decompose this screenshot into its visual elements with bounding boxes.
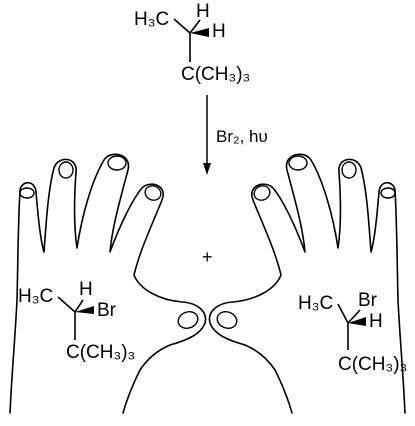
left-product-tbutyl-label: C(CH₃)₃ (66, 342, 135, 363)
right-product-br-label: Br (358, 290, 378, 311)
reactant-h-right-label: H (212, 21, 226, 42)
reactant-bond-h-top (189, 19, 201, 34)
left-product-bond-methyl (57, 296, 76, 313)
right-product-molecule: H₃C Br H C(CH₃)₃ (298, 290, 407, 375)
plus-sign: + (202, 247, 213, 267)
reactant-tbutyl-label: C(CH₃)₃ (181, 64, 250, 85)
reactant-h-top-label: H (196, 1, 210, 22)
left-product-wedge-bond (75, 306, 94, 314)
reaction-conditions: Br₂, hυ (216, 127, 268, 146)
right-product-wedge-bond (348, 317, 366, 326)
left-product-molecule: H₃C H Br C(CH₃)₃ (18, 279, 135, 363)
left-product-br-label: Br (97, 300, 117, 321)
left-hand-drawing (9, 153, 207, 414)
right-product-bond-methyl (337, 303, 349, 324)
right-product-bond-br (347, 309, 361, 324)
reactant-bond-methyl (173, 18, 191, 34)
right-product-h-label: H (369, 311, 383, 332)
reactant-wedge-bond (190, 28, 209, 37)
reactant-methyl-label: H₃C (134, 9, 169, 30)
left-product-methyl-label: H₃C (18, 286, 53, 307)
left-product-bond-h (74, 299, 84, 313)
left-product-h-label: H (79, 279, 93, 300)
right-product-tbutyl-label: C(CH₃)₃ (338, 354, 407, 375)
right-product-methyl-label: H₃C (298, 293, 333, 314)
right-hand-drawing (208, 153, 406, 414)
reactant-molecule: H₃C H H C(CH₃)₃ (134, 1, 250, 85)
reaction-arrow (203, 95, 211, 175)
